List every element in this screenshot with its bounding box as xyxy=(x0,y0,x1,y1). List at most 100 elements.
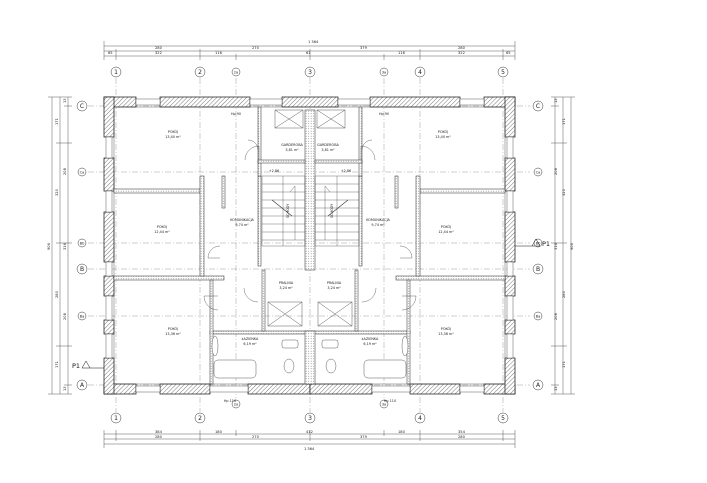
room-area: 6,19 m² xyxy=(363,342,377,346)
dim-label: 13 xyxy=(554,386,558,391)
room-name: GARDEROBA xyxy=(281,143,303,147)
dim-label: 116 xyxy=(215,51,223,55)
vent-shafts xyxy=(267,109,353,327)
dim-label: 208 xyxy=(63,312,67,320)
dim-label: 13 xyxy=(63,386,67,391)
axis-label: 2a xyxy=(234,402,239,406)
axis-label: 3a xyxy=(382,70,387,74)
room-area: 13,40 m² xyxy=(165,135,181,139)
bottom-dimensions xyxy=(103,430,516,448)
room-name: POKÓJ xyxy=(438,129,448,134)
dim-label: 906 xyxy=(570,242,574,250)
room-area: 13,36 m² xyxy=(165,332,181,336)
stairs-right xyxy=(314,175,360,247)
room-area: 13,36 m² xyxy=(438,332,454,336)
room-area: 9,74 m² xyxy=(235,223,249,227)
room-name: KOMUNIKACJA xyxy=(366,218,390,222)
sill-height-note: Hp 110 xyxy=(384,399,396,403)
axis-label: 1 xyxy=(114,415,118,422)
axis-label: 1 xyxy=(114,69,118,76)
axis-label: 3 xyxy=(308,69,312,76)
room-area: 12,44 m² xyxy=(438,230,454,234)
stairs-label-right: SCHODY xyxy=(330,203,334,218)
dim-label: 320 xyxy=(55,188,59,196)
axis-label: 3 xyxy=(308,415,312,422)
room-area: 13,40 m² xyxy=(435,135,451,139)
plan-notes: Hp 90 Hp 90 Hp 110 Hp 110 +2,86 +2,86 xyxy=(224,112,396,403)
dim-label: 180 xyxy=(398,430,406,434)
room-area: 6,19 m² xyxy=(243,342,257,346)
room-name: KOMUNIKACJA xyxy=(230,218,254,222)
section-triangle-icon xyxy=(531,238,541,247)
section-label: P1 xyxy=(542,240,550,248)
right-dim-labels: 906 171 320 280 171 13 208 316 208 13 xyxy=(554,98,574,391)
room-name: POKÓJ xyxy=(157,224,167,229)
dim-label: 61 xyxy=(306,51,311,55)
axis-label: 5 xyxy=(501,69,505,76)
axis-label: Ba xyxy=(536,314,541,318)
right-dimensions xyxy=(551,96,575,395)
dim-label: 280 xyxy=(55,290,59,298)
axis-label: 4 xyxy=(418,69,422,76)
axis-bubbles-left xyxy=(76,100,88,391)
room-name: POKÓJ xyxy=(168,326,178,331)
dim-label: 208 xyxy=(63,167,67,175)
dim-label: 208 xyxy=(554,312,558,320)
axis-labels-bottom: 1 2 2a 3 3a 4 5 xyxy=(114,402,505,422)
axis-label: 2 xyxy=(198,415,202,422)
room-area: 3,24 m² xyxy=(279,286,293,290)
dim-label: 280 xyxy=(458,46,466,50)
dim-label: 280 xyxy=(458,435,466,439)
dim-label: 280 xyxy=(562,290,566,298)
stairs-left xyxy=(261,175,306,247)
axis-label: C xyxy=(80,103,84,110)
bottom-total-dimension: 1 364 xyxy=(304,447,315,451)
axis-label: Ca xyxy=(536,170,541,174)
axis-label: 3a xyxy=(382,402,387,406)
dim-label: 322 xyxy=(155,51,162,55)
axis-label: Bb xyxy=(80,241,85,245)
bath-fixtures xyxy=(211,335,409,379)
left-dimensions xyxy=(48,96,72,395)
axis-label: 5 xyxy=(501,415,505,422)
axis-label: B xyxy=(80,266,84,273)
dim-label: 171 xyxy=(55,118,59,125)
dim-label: 320 xyxy=(562,188,566,196)
room-labels: POKÓJ 13,40 m² POKÓJ 13,40 m² GARDEROBA … xyxy=(154,129,454,346)
dim-label: 280 xyxy=(155,46,163,50)
room-area: 12,44 m² xyxy=(154,230,170,234)
dim-label: 379 xyxy=(360,435,368,439)
level-mark: +2,86 xyxy=(341,169,351,173)
sill-height-note: Hp 90 xyxy=(379,112,389,116)
axis-bubbles-top xyxy=(110,66,509,78)
axis-label: Ba xyxy=(80,314,85,318)
dim-label: 171 xyxy=(562,118,566,125)
axis-labels-top: 1 2 2a 3 3a 4 5 xyxy=(114,69,505,76)
dim-label: 171 xyxy=(562,361,566,368)
room-name: ŁAZIENKA xyxy=(361,337,379,341)
top-mid-dimensions: 280 270 379 280 xyxy=(155,46,466,50)
stairs-label-left: SCHODY xyxy=(286,203,290,218)
dim-label: 384 xyxy=(155,430,163,434)
dim-label: 208 xyxy=(554,167,558,175)
dim-label: 316 xyxy=(63,242,67,250)
dim-label: 322 xyxy=(458,51,465,55)
room-name: PRALNIA xyxy=(327,281,342,285)
section-marker-right: P1 xyxy=(515,238,550,248)
dim-label: 65 xyxy=(108,51,113,55)
level-mark: +2,86 xyxy=(269,169,279,173)
dim-label: 379 xyxy=(360,46,368,50)
axis-label: 2a xyxy=(234,70,239,74)
room-area: 3,81 m² xyxy=(321,148,335,152)
axis-label: C xyxy=(536,103,540,110)
axis-label: A xyxy=(80,382,85,389)
bottom-fine-dimensions: 384 180 412 180 354 xyxy=(155,430,466,434)
room-area: 9,74 m² xyxy=(371,223,385,227)
room-name: POKÓJ xyxy=(168,129,178,134)
dim-label: 412 xyxy=(306,430,313,434)
dim-label: 906 xyxy=(47,242,51,250)
sill-height-note: Hp 90 xyxy=(231,112,241,116)
dim-label: 354 xyxy=(458,430,466,434)
axis-label: B xyxy=(536,266,540,273)
